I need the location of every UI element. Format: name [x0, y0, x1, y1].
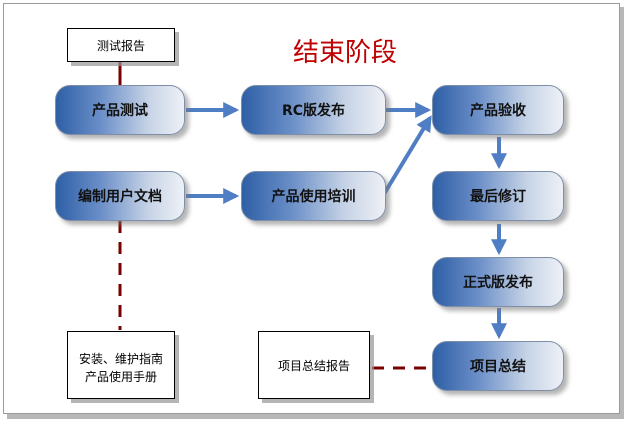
doc-label-line2: 产品使用手册 [84, 370, 157, 384]
node-project-summary: 项目总结 [432, 341, 564, 391]
node-label: 最后修订 [470, 189, 526, 205]
node-label: 产品验收 [470, 103, 526, 119]
node-label: 正式版发布 [463, 275, 533, 291]
node-label: RC版发布 [281, 103, 346, 119]
diagram-title: 结束阶段 [292, 38, 397, 68]
node-rc-release: RC版发布 [241, 85, 386, 135]
node-label: 产品测试 [92, 103, 148, 119]
doc-test-report: 测试报告 [67, 28, 175, 62]
node-final-revision: 最后修订 [432, 171, 564, 221]
doc-summary-report: 项目总结报告 [258, 331, 370, 399]
doc-label-line1: 安装、维护指南 [78, 352, 163, 366]
node-product-acceptance: 产品验收 [432, 85, 564, 135]
node-label: 产品使用培训 [271, 189, 356, 205]
node-label: 编制用户文档 [78, 189, 162, 205]
doc-label: 项目总结报告 [277, 359, 350, 373]
node-user-docs: 编制用户文档 [55, 171, 185, 221]
doc-label: 测试报告 [96, 39, 145, 53]
doc-manuals: 安装、维护指南 产品使用手册 [67, 331, 175, 399]
node-official-release: 正式版发布 [432, 257, 564, 307]
node-usage-training: 产品使用培训 [241, 171, 386, 221]
arrow-training-to-acceptance [382, 115, 432, 196]
node-label: 项目总结 [470, 359, 526, 375]
node-product-test: 产品测试 [55, 85, 185, 135]
